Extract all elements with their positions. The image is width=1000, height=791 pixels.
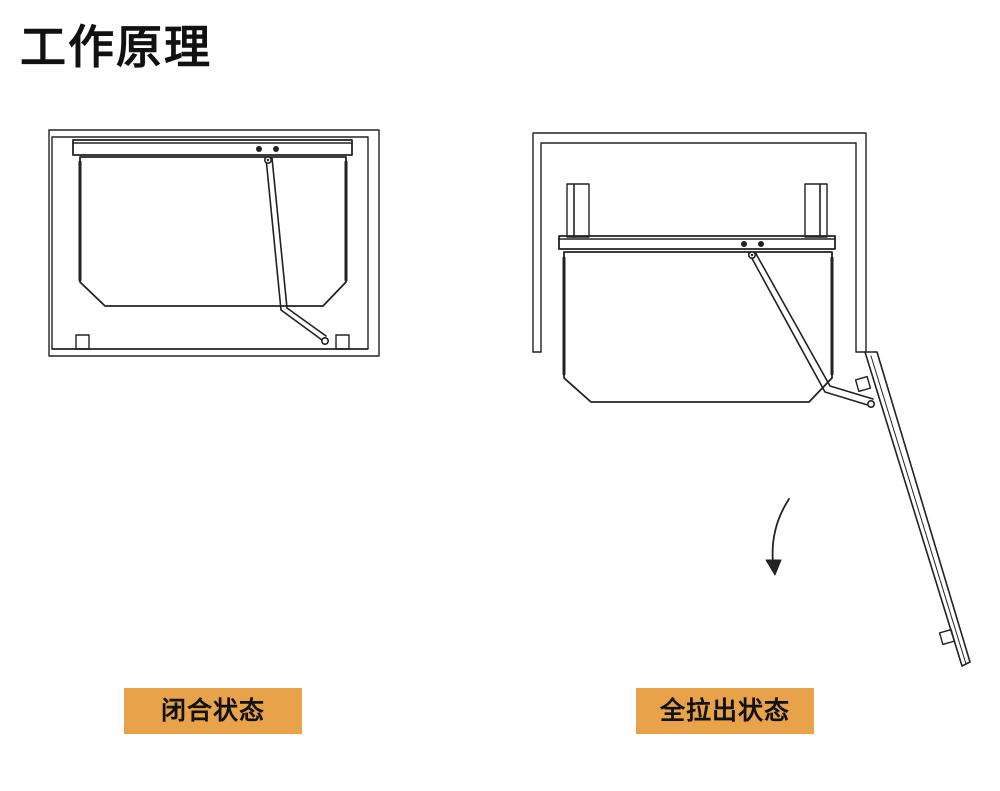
linkage-arm <box>748 252 872 407</box>
top-rail <box>72 139 353 156</box>
pivot-door <box>866 399 875 408</box>
side-post <box>804 183 828 238</box>
bottom-block <box>75 334 90 350</box>
closed-state-drawing <box>48 129 380 357</box>
arrow-head-icon <box>765 559 782 576</box>
door-block <box>938 628 956 646</box>
side-post <box>566 183 590 238</box>
cabinet-inner-frame <box>51 136 369 350</box>
cabinet-outer-frame <box>48 129 380 357</box>
mount-bolt <box>256 146 262 152</box>
cabinet-outer-frame <box>532 132 867 353</box>
label-bg-open <box>636 688 814 734</box>
open-state-drawing <box>532 132 971 667</box>
mount-bolt <box>741 241 747 247</box>
page-title: 工作原理 <box>20 20 212 74</box>
motion-arrow <box>771 498 790 564</box>
open-state-label: 全拉出状态 <box>659 696 790 725</box>
pivot-bottom <box>320 336 329 345</box>
door-block <box>854 375 872 393</box>
closed-state-label: 闭合状态 <box>160 696 265 725</box>
linkage-arm <box>265 157 323 341</box>
basket-body <box>79 156 347 307</box>
label-bg-closed <box>124 688 302 734</box>
mount-bolt <box>273 146 279 152</box>
bottom-block <box>335 334 350 350</box>
mount-bolt <box>758 241 764 247</box>
cabinet-inner-frame <box>540 142 857 353</box>
door-panel <box>864 351 971 667</box>
top-rail <box>558 235 836 250</box>
basket-body <box>563 251 833 403</box>
